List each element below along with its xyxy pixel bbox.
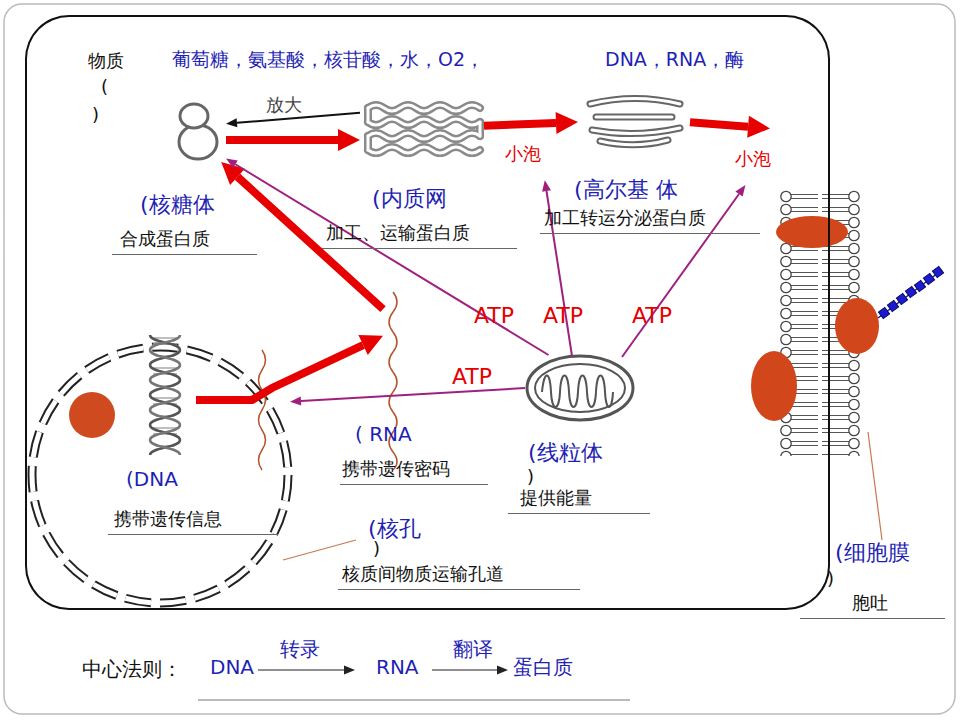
sugar-unit — [905, 286, 916, 297]
sugar-unit — [878, 307, 889, 318]
dogma-term: RNA — [376, 655, 419, 679]
golgi-membrane — [590, 99, 680, 145]
zoom-arrow — [237, 113, 360, 123]
function-text: 提供能量 — [508, 487, 650, 514]
dogma-term: DNA — [210, 655, 254, 679]
golgi-lumen — [590, 99, 680, 145]
organelle-name: ( RNA — [355, 422, 412, 446]
function-text: 合成蛋白质 — [112, 228, 257, 255]
nucleolus — [69, 392, 115, 438]
organelle-name: (核孔 — [368, 516, 421, 542]
ribosome-large-subunit — [179, 125, 217, 159]
atp-label: ATP — [632, 303, 672, 329]
membrane-protein — [776, 216, 848, 248]
membrane-protein — [751, 351, 797, 421]
bracket-mark: ) — [527, 466, 534, 488]
transcription-arrow — [196, 345, 363, 400]
bracket-mark: ) — [827, 568, 834, 590]
heading-word: 物质 — [88, 50, 124, 72]
mrna-strand — [259, 350, 266, 470]
function-text: 加工、运输蛋白质 — [322, 222, 517, 249]
mitochondrion-node: (线粒体)提供能量 — [525, 355, 635, 421]
dna-node: (DNA携带遗传信息 — [140, 332, 196, 460]
sugar-unit — [914, 280, 925, 291]
er-node: (内质网加工、运输蛋白质 — [360, 96, 484, 162]
er-membrane — [368, 105, 480, 153]
rna-node: ( RNA携带遗传密码 — [383, 292, 407, 470]
cell-outline: 物质()葡萄糖，氨基酸，核苷酸，水，O2，DNA，RNA，酶(核糖体合成蛋白质(… — [25, 15, 830, 610]
function-text: 携带遗传密码 — [340, 458, 488, 485]
er-membrane — [368, 105, 480, 153]
membrane-protein — [835, 298, 879, 354]
function-text: 携带遗传信息 — [108, 508, 278, 535]
organelle-name: (内质网 — [372, 186, 447, 212]
leader-line — [283, 540, 356, 560]
membrane-node: (细胞膜)胞吐 — [770, 118, 865, 458]
dogma-arrow — [258, 669, 344, 670]
function-text: 核质间物质运输孔道 — [338, 563, 580, 590]
sugar-unit — [932, 266, 943, 277]
energy-arrow — [235, 164, 548, 355]
rna-strand — [389, 292, 397, 470]
transport-arrow — [484, 123, 556, 126]
dogma-title: 中心法则： — [82, 657, 182, 681]
ribosome-node: (核糖体合成蛋白质 — [168, 98, 226, 162]
organelle-name: (细胞膜 — [835, 540, 910, 566]
dna-strand — [150, 335, 180, 455]
dogma-term: 蛋白质 — [513, 655, 573, 679]
bracket-mark: ) — [373, 538, 380, 560]
bracket-mark: ( — [101, 76, 108, 98]
organelle-name: (核糖体 — [140, 192, 215, 218]
atp-label: ATP — [543, 303, 583, 329]
energy-arrow — [547, 191, 573, 356]
transport-arrow-label: 小泡 — [735, 148, 771, 170]
leader-line — [868, 432, 882, 540]
transport-arrow — [226, 136, 338, 144]
dogma-step: 转录 — [280, 637, 320, 661]
er-lumen — [368, 105, 480, 153]
function-text: 加工转运分泌蛋白质 — [540, 207, 760, 234]
slide-frame — [4, 4, 955, 714]
golgi-membrane — [590, 99, 680, 145]
golgi-lumen — [590, 99, 680, 145]
sugar-unit — [923, 273, 934, 284]
transport-arrow — [690, 122, 748, 126]
organelle-name: (高尔基 体 — [574, 177, 678, 203]
dna-strand — [150, 335, 180, 455]
dogma-step: 翻译 — [453, 637, 493, 661]
mitochondrion-cristae — [542, 376, 613, 408]
substance-list: DNA，RNA，酶 — [605, 48, 744, 71]
function-text: 胞吐 — [800, 592, 945, 619]
sugar-unit — [896, 293, 907, 304]
golgi-node: (高尔基 体加工转运分泌蛋白质 — [578, 95, 690, 147]
zoom-arrow-label: 放大 — [266, 94, 302, 116]
energy-arrow — [622, 194, 739, 357]
energy-arrow-label: ATP — [474, 303, 514, 329]
dogma-arrow — [432, 669, 497, 670]
energy-arrow-label: ATP — [452, 364, 492, 390]
glycan-chain — [878, 270, 942, 318]
ribosome-small-subunit — [180, 104, 208, 128]
organelle-name: (DNA — [126, 467, 178, 491]
glycan-units — [878, 266, 943, 318]
mitochondrion-outer-membrane — [527, 356, 633, 420]
bracket-mark: ) — [92, 104, 99, 126]
answer-underline — [198, 700, 630, 701]
translation-arrow — [237, 177, 383, 309]
energy-arrow — [301, 388, 525, 401]
er-lumen — [368, 105, 480, 153]
nucleus-node: (核孔)核质间物质运输孔道(DNA携带遗传信息 — [30, 345, 290, 605]
organelle-name: (线粒体 — [528, 440, 603, 466]
substance-list: 葡萄糖，氨基酸，核苷酸，水，O2， — [172, 48, 484, 71]
transport-arrow-label: 小泡 — [505, 143, 541, 165]
mitochondrion-inner-membrane — [535, 364, 625, 412]
sugar-unit — [887, 300, 898, 311]
